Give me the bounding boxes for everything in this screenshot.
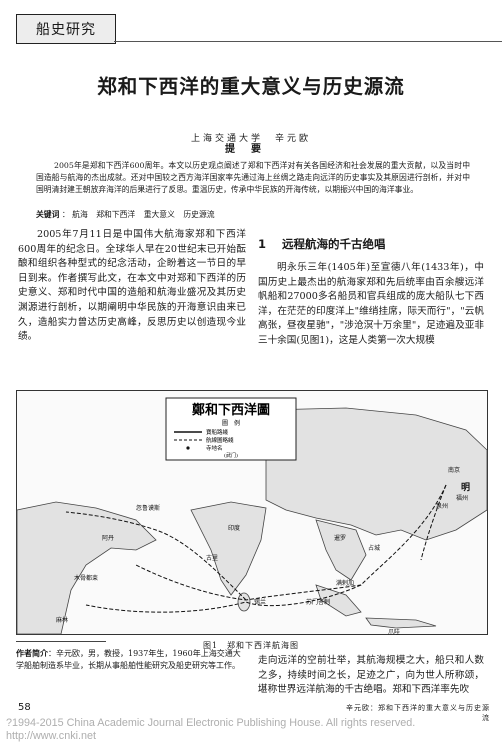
map-label: 苏门答剌 [306, 598, 330, 606]
legend-date: (武门) [224, 452, 238, 459]
map-land-china [265, 407, 488, 541]
article-authors: 上海交通大学 辛元欧 [190, 134, 311, 144]
voyage-map: 鄭和下西洋圖 圖 例 寶船路綫 航線圖略綫 寺地名 (武门) 南京 明 泉州 福… [16, 390, 488, 635]
author-note-text: 辛元欧，男，教授，1937年生，1960年上海交通大学船舶制造系毕业，长期从事船… [16, 649, 241, 670]
section-number: 1 [258, 237, 267, 251]
legend-item: 航線圖略綫 [206, 436, 234, 444]
abstract-text: 2005年是郑和下西洋600周年。本文以历史观点阐述了郑和下西洋对有关各国经济和… [36, 161, 470, 195]
keyword: 重大意义 [143, 210, 175, 219]
map-label: 暹罗 [334, 535, 346, 542]
author-note: 作者简介：辛元欧，男，教授，1937年生，1960年上海交通大学船舶制造系毕业，… [16, 649, 241, 670]
map-legend-title: 圖 例 [222, 419, 240, 427]
legend-dot [186, 446, 190, 450]
running-title: 辛元欧：郑和下西洋的重大意义与历史源流 [346, 704, 490, 722]
map-label: 福州 [456, 494, 468, 502]
map-title-box [165, 397, 297, 461]
map-label: 印度 [228, 524, 240, 532]
map-label: 忽鲁谟斯 [136, 504, 160, 512]
author-note-label: 作者简介 [16, 649, 48, 658]
legend-item: 寺地名 [206, 444, 223, 452]
section-title: 远程航海的千古绝唱 [282, 237, 386, 251]
map-land-india [190, 501, 267, 596]
cnki-watermark: ?1994-2015 China Academic Journal Electr… [6, 717, 427, 742]
keyword: 历史源流 [183, 210, 215, 219]
map-label: 爪哇 [388, 628, 400, 635]
map-label: 南京 [448, 466, 460, 474]
legend-item: 寶船路綫 [206, 428, 229, 436]
header-rule [114, 41, 502, 42]
keywords-label: 关键词 [36, 210, 60, 219]
map-land-java [365, 617, 437, 629]
intro-paragraph: 2005年7月11日是中国伟大航海家郑和下西洋600周年的纪念日。全球华人早在2… [18, 229, 246, 343]
map-label: 阿丹 [102, 534, 114, 542]
map-label: 占城 [368, 544, 380, 552]
map-label: 满剌加 [336, 579, 354, 587]
section-heading: 1 远程航海的千古绝唱 [258, 236, 484, 252]
article-title: 郑和下西洋的重大意义与历史源流 [97, 75, 405, 98]
map-land-arabia-africa [16, 501, 157, 635]
voyage-routes [65, 484, 447, 613]
map-label: 明 [461, 482, 470, 493]
map-title: 鄭和下西洋圖 [192, 402, 270, 418]
figure-caption: 图1 郑和下西洋航海图 [202, 641, 300, 650]
section1-continuation: 走向远洋的空前壮举，其航海规模之大，船只和人数之多，持续时间之长，足迹之广，向为… [258, 655, 484, 696]
map-label: 泉州 [436, 502, 448, 510]
page-number: 58 [18, 702, 31, 713]
map-land-indochina [315, 519, 367, 581]
map-label: 锡兰 [254, 598, 266, 606]
footnote-rule [16, 641, 106, 642]
keywords-line: 关键词 ： 航海 郑和下西洋 重大意义 历史源流 [36, 210, 215, 219]
map-label: 麻林 [56, 616, 68, 624]
keyword: 郑和下西洋 [96, 210, 136, 219]
section1-paragraph: 明永乐三年(1405年)至宣德八年(1433年)，中国历史上最杰出的航海家郑和先… [258, 262, 484, 346]
column-tag: 船史研究 [16, 14, 116, 44]
map-label: 木骨都束 [74, 574, 98, 582]
abstract-heading: 提要 [225, 144, 277, 155]
keyword: 航海 [72, 210, 88, 219]
map-label: 古里 [206, 554, 218, 562]
